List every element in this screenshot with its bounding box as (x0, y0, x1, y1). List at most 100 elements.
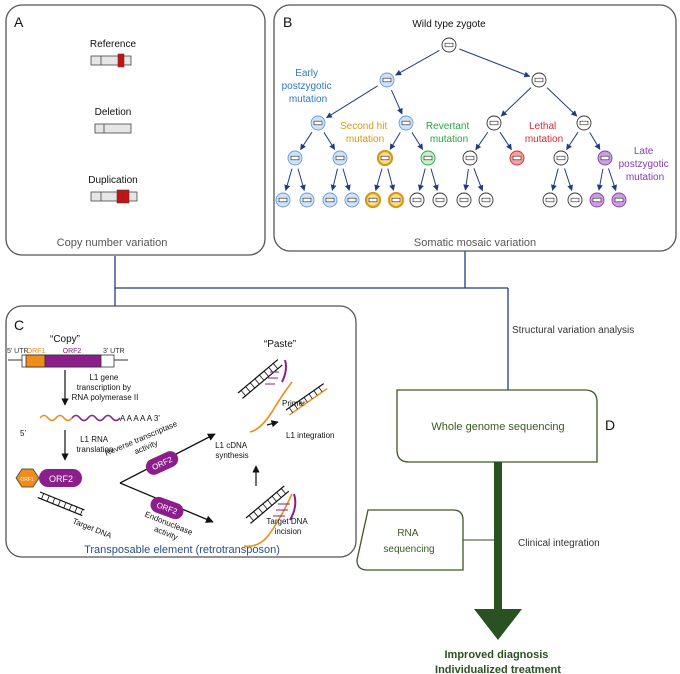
cell-wt (462, 150, 478, 166)
panel-d-letter: D (605, 417, 615, 433)
lineage-arrow (323, 132, 336, 151)
duplication-red-segment-2 (122, 189, 130, 204)
cell-wt (542, 192, 558, 208)
cell-blue (322, 192, 338, 208)
lineage-arrow (500, 87, 532, 117)
lineage-arrow (608, 168, 617, 192)
deletion-chromosome (94, 123, 132, 134)
early-mutation-label: Early postzygotic mutation (282, 68, 335, 105)
panel-c: C “Copy” “Paste” 5’ UTR ORF1 ORF2 3’ UTR… (5, 305, 357, 558)
lineage-cells (275, 37, 627, 209)
pipeline-arrow-head (474, 609, 522, 640)
l1-integration-label: L1 integration (286, 431, 334, 440)
panel-a-letter: A (14, 14, 24, 30)
lineage-arrow (459, 48, 531, 78)
orf1-protein-label: ORF1 (20, 477, 34, 483)
orf2-label: ORF2 (63, 348, 82, 355)
duplication-label: Duplication (88, 175, 137, 186)
rna-box (356, 509, 464, 571)
lethal-mutation-label: Lethal mutation (525, 121, 563, 145)
rna-label: RNA sequencing (383, 528, 434, 555)
lineage-arrow (330, 168, 338, 191)
panel-a-caption: Copy number variation (57, 237, 168, 249)
cell-wt (478, 192, 494, 208)
orf1-segment (25, 354, 46, 368)
lineage-arrow (417, 168, 426, 191)
cell-wt (553, 150, 569, 166)
cdna-synthesis-label: L1 cDNA synthesis (215, 441, 249, 460)
cell-green (420, 150, 436, 166)
lineage-arrow (390, 89, 403, 115)
duplication-chromosome (90, 189, 138, 204)
target-incision-label: Target DNA incision (266, 517, 309, 536)
panel-c-caption: Transposable element (retrotransposon) (84, 544, 280, 556)
l1-rna-orf2-part (71, 414, 121, 422)
panel-a: A Reference Deletion Duplication Copy nu… (5, 4, 266, 256)
cell-purple (597, 150, 613, 166)
cell-wt (432, 192, 448, 208)
lineage-arrow (566, 131, 579, 151)
cell-wt (486, 115, 502, 131)
panel-c-frame (5, 305, 357, 558)
reference-label: Reference (90, 39, 137, 50)
lineage-arrow (550, 168, 559, 191)
cell-blue (310, 115, 326, 131)
panel-c-letter: C (14, 317, 24, 333)
lineage-arrows (284, 48, 617, 192)
lineage-arrow (297, 168, 306, 191)
orf2-segment (44, 354, 102, 368)
five-prime-label: 5’ (20, 429, 26, 438)
cell-blue (344, 192, 360, 208)
wgs-label: Whole genome sequencing (431, 421, 564, 433)
cell-wt (441, 37, 457, 53)
cdna-synthesis-structure (237, 359, 293, 433)
lineage-arrow (589, 132, 601, 150)
lineage-arrow (463, 168, 470, 191)
structural-variation-label: Structural variation analysis (512, 325, 634, 336)
pipeline-arrow-shaft (494, 462, 502, 614)
second-hit-mutation-label: Second hit mutation (340, 121, 390, 145)
cell-wt (409, 192, 425, 208)
lineage-arrow (475, 131, 489, 151)
rt-enzyme: ORF2 (145, 451, 179, 475)
lineage-arrow (284, 168, 293, 191)
lineage-arrow (342, 168, 351, 191)
lineage-arrow (430, 168, 439, 191)
lineage-arrow (374, 168, 383, 191)
panel-b-frame (273, 4, 677, 252)
cell-yellow (376, 149, 394, 167)
cell-blue (379, 72, 395, 88)
panel-b-letter: B (283, 14, 292, 30)
lineage-arrow (473, 168, 484, 192)
utr5-label: 5’ UTR (7, 348, 29, 355)
lineage-arrow (596, 168, 604, 191)
revertant-mutation-label: Revertant mutation (426, 121, 472, 145)
polya-label: A A A A A 3’ (120, 414, 160, 423)
cell-wt (576, 115, 592, 131)
integration-arrow (266, 420, 279, 428)
lineage-arrow (395, 49, 440, 76)
cell-blue (332, 150, 348, 166)
cell-wt (456, 192, 472, 208)
cell-blue (398, 115, 414, 131)
endo-enzyme: ORF2 (150, 496, 184, 520)
wgs-box (396, 389, 598, 463)
outcome-label: Improved diagnosis Individualized treatm… (435, 649, 561, 674)
utr3-label: 3’ UTR (103, 348, 125, 355)
cell-blue (299, 192, 315, 208)
translation-label: L1 RNA translation (77, 435, 114, 454)
panel-d: Structural variation analysis Whole geno… (356, 325, 634, 674)
lineage-arrow (564, 168, 573, 192)
duplication-red-segment-1 (116, 189, 124, 204)
lineage-arrow (325, 85, 378, 119)
reference-red-segment (117, 53, 125, 68)
orf2-protein-label: ORF2 (49, 474, 73, 484)
cell-wt (531, 72, 547, 88)
cell-wt (567, 192, 583, 208)
cell-blue (275, 192, 291, 208)
cell-blue (287, 150, 303, 166)
lineage-arrow (389, 132, 401, 150)
target-incision-structure (243, 485, 297, 548)
l1-gene (8, 354, 128, 368)
cell-purple (589, 192, 605, 208)
